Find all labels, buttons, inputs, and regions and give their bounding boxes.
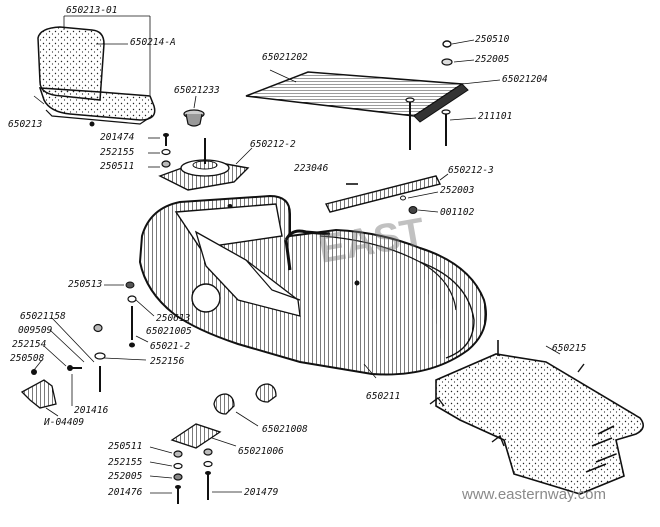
label-252155-top: 252155 [100,147,135,158]
label-650215: 650215 [552,343,587,354]
label-252156: 252156 [150,356,185,367]
label-65021158: 65021158 [20,311,66,322]
hinge-part [20,317,95,417]
floor-panel-part [429,340,644,495]
label-211101: 211101 [478,111,513,122]
label-650212-2: 650212-2 [250,139,296,150]
bolt-stack-middle [93,281,155,392]
label-650213-01: 650213-01 [66,5,118,16]
label-250513: 250513 [68,279,103,290]
label-201476: 201476 [108,487,143,498]
label-252003: 252003 [440,185,475,196]
label-252005-top: 252005 [475,54,510,65]
bolts-top-right [405,39,501,150]
label-650211: 650211 [366,391,401,402]
label-250510: 250510 [475,34,510,45]
label-252155-bottom: 252155 [108,457,143,468]
label-650214-a: 650214-А [130,37,176,48]
label-650212-3: 650212-3 [448,165,494,176]
label-201474: 201474 [100,132,135,143]
clamp-parts [170,383,277,449]
label-252154: 252154 [12,339,47,350]
label-65021008: 65021008 [262,424,308,435]
label-201416: 201416 [74,405,109,416]
knob-part [183,95,205,127]
bolt-stack-bottom [149,446,242,504]
label-223046: 223046 [294,163,329,174]
label-250613: 250613 [156,313,191,324]
label-201479: 201479 [244,487,279,498]
label-250511-bottom: 250511 [108,441,143,452]
label-252005-bottom: 252005 [108,471,143,482]
car-body-part [138,194,487,379]
seat-part [33,26,156,127]
bar-part [324,173,449,214]
label-65021006: 65021006 [238,446,284,457]
label-65021-2: 65021-2 [150,341,191,352]
label-65021005: 65021005 [146,326,192,337]
label-250508: 250508 [10,353,45,364]
watermark-url: www.easternway.com [462,486,606,503]
label-650213: 650213 [8,119,43,130]
label-65021202: 65021202 [262,52,308,63]
label-001102: 001102 [440,207,475,218]
label-i-04409: И-04409 [44,417,85,428]
label-65021233: 65021233 [174,85,220,96]
floor-mat-part [245,69,469,123]
bracket-part [158,138,253,191]
label-009509: 009509 [18,325,53,336]
label-65021204: 65021204 [502,74,548,85]
label-250511-top: 250511 [100,161,135,172]
bolt-stack-left [148,133,171,168]
